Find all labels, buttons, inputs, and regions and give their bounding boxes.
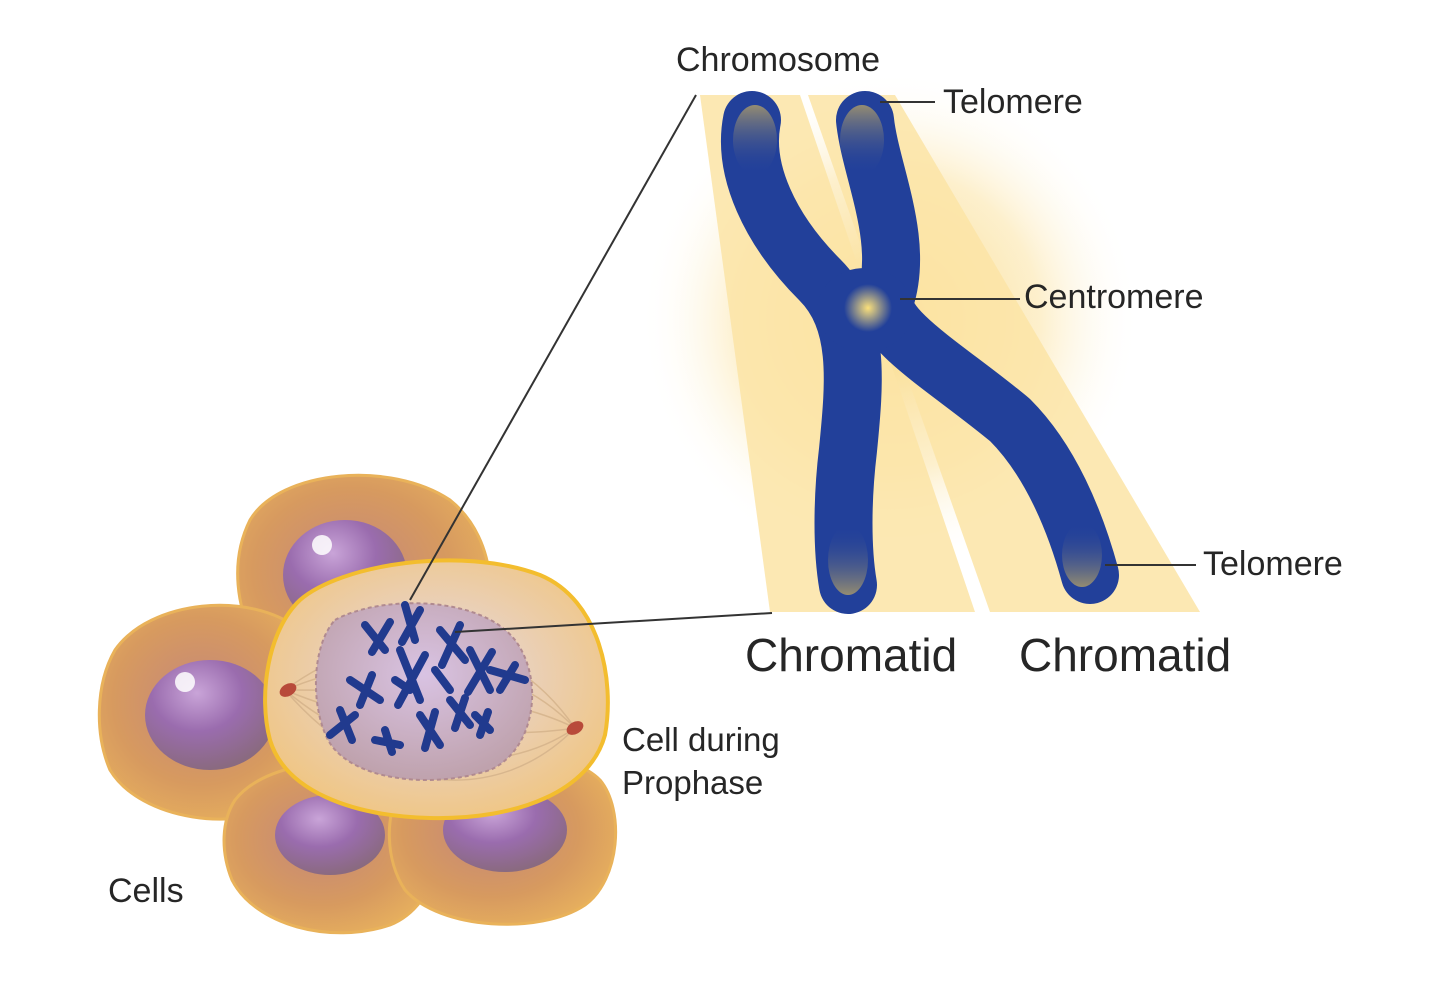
chromosome [721, 91, 1119, 614]
nucleus [275, 795, 385, 875]
label-telomere-top: Telomere [943, 83, 1083, 121]
condensed-chromosomes [326, 601, 529, 756]
label-cells: Cells [108, 872, 184, 910]
telomere-tip [840, 105, 884, 175]
centromere-spot [844, 284, 892, 332]
telomere-tip [733, 105, 777, 175]
nucleolus-highlight [312, 535, 332, 555]
label-chromatid-left: Chromatid [745, 629, 958, 681]
centriole [279, 683, 297, 697]
nucleus [145, 660, 275, 770]
label-cell-during-prophase: Cell during Prophase [622, 718, 780, 804]
leader-chromosome-left [409, 94, 697, 601]
leader-chromosome-right [454, 612, 773, 633]
label-cell-during-line2: Prophase [622, 764, 764, 801]
label-cell-during-line1: Cell during [622, 721, 780, 758]
centriole [566, 721, 584, 735]
telomere-tip [1062, 523, 1102, 587]
leader-lines [409, 94, 1196, 633]
label-chromosome: Chromosome [676, 41, 881, 79]
telomere-tip [828, 525, 868, 595]
label-chromatid-right: Chromatid [1019, 629, 1232, 681]
nucleolus-highlight [175, 672, 195, 692]
cell-cluster [97, 473, 618, 935]
label-centromere: Centromere [1024, 278, 1204, 316]
label-telomere-bottom: Telomere [1203, 545, 1343, 583]
